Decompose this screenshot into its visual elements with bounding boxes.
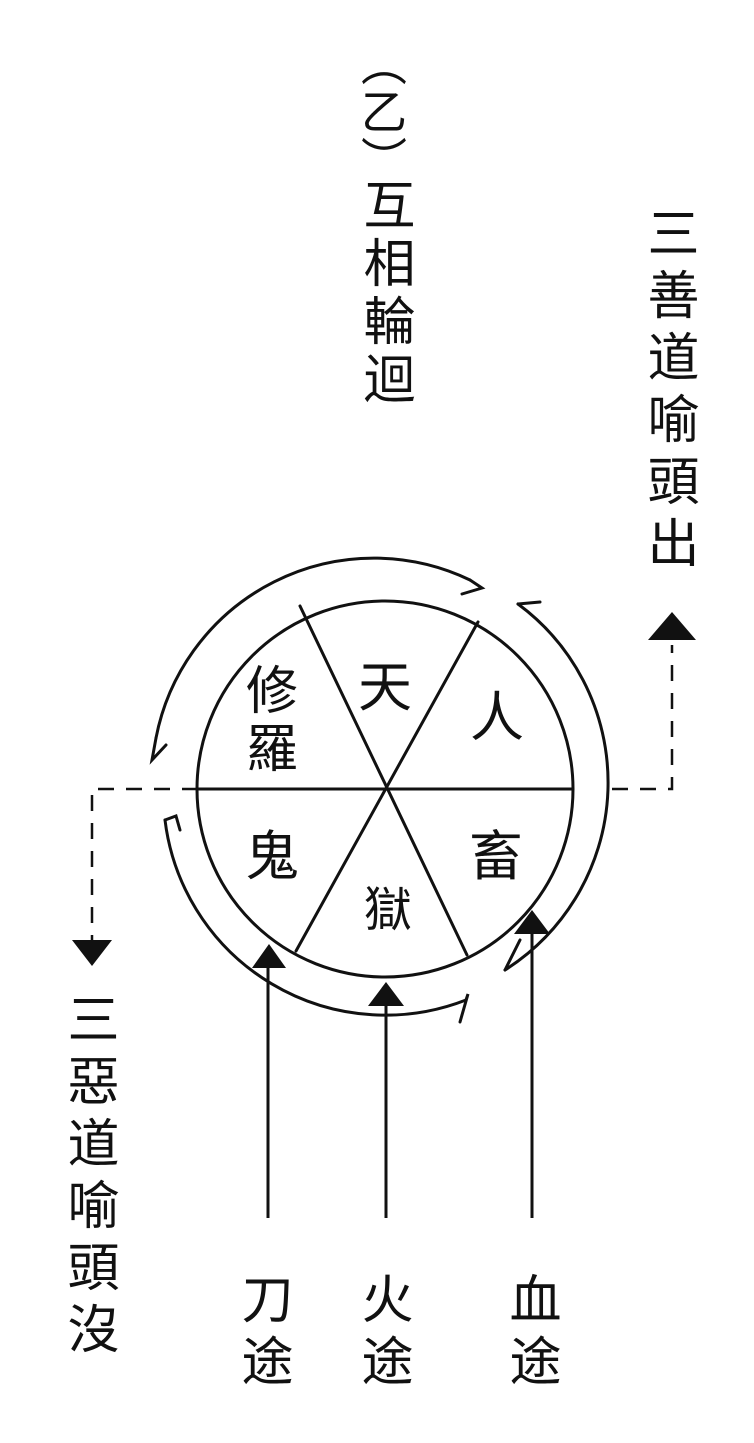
- dashed-line-to-evil-paths: [90, 787, 198, 940]
- rotation-arrowhead-top: [460, 578, 486, 596]
- realm-animal-label: 畜: [469, 825, 523, 888]
- blood-path-label: 血途: [500, 1272, 560, 1396]
- title-section-marker: （乙）: [354, 40, 408, 184]
- sword-path-arrowhead: [252, 944, 286, 968]
- arrow-up-good-paths: [648, 612, 696, 640]
- rotation-arc-bottom-left: [163, 818, 468, 1017]
- rotation-arrowhead-left-top: [149, 736, 168, 765]
- realm-human-label: 人: [470, 686, 524, 749]
- three-evil-paths-label: 三惡道喻頭沒: [58, 992, 118, 1364]
- diagram-title: 互相輪迴: [354, 178, 414, 410]
- realm-heaven-label: 天: [358, 656, 412, 719]
- realm-asura-label-bottom: 羅: [246, 720, 298, 780]
- three-good-paths-label: 三善道喻頭出: [638, 206, 698, 578]
- rotation-arrowhead-right-bottom: [503, 938, 522, 972]
- realm-asura-label-top: 修: [246, 662, 298, 722]
- realm-ghost-label: 鬼: [245, 825, 299, 888]
- arrow-down-evil-paths: [72, 940, 112, 966]
- fire-path-label: 火途: [352, 1272, 412, 1396]
- sword-path-label: 刀途: [232, 1272, 292, 1396]
- dashed-line-to-good-paths: [612, 645, 674, 791]
- fire-path-arrowhead: [368, 982, 404, 1006]
- realm-hell-label: 獄: [364, 882, 412, 938]
- rotation-arc-right: [503, 602, 610, 972]
- blood-path-arrowhead: [514, 910, 550, 934]
- wheel-spoke-diagonal-1: [298, 604, 469, 957]
- rotation-arrowhead-left-bottom: [163, 814, 182, 832]
- rotation-arrowhead-bottom: [458, 993, 470, 1024]
- rotation-arc-top-left: [154, 556, 472, 740]
- wheel-spoke-diagonal-2: [294, 620, 480, 953]
- rotation-arrowhead-right-top: [516, 600, 542, 606]
